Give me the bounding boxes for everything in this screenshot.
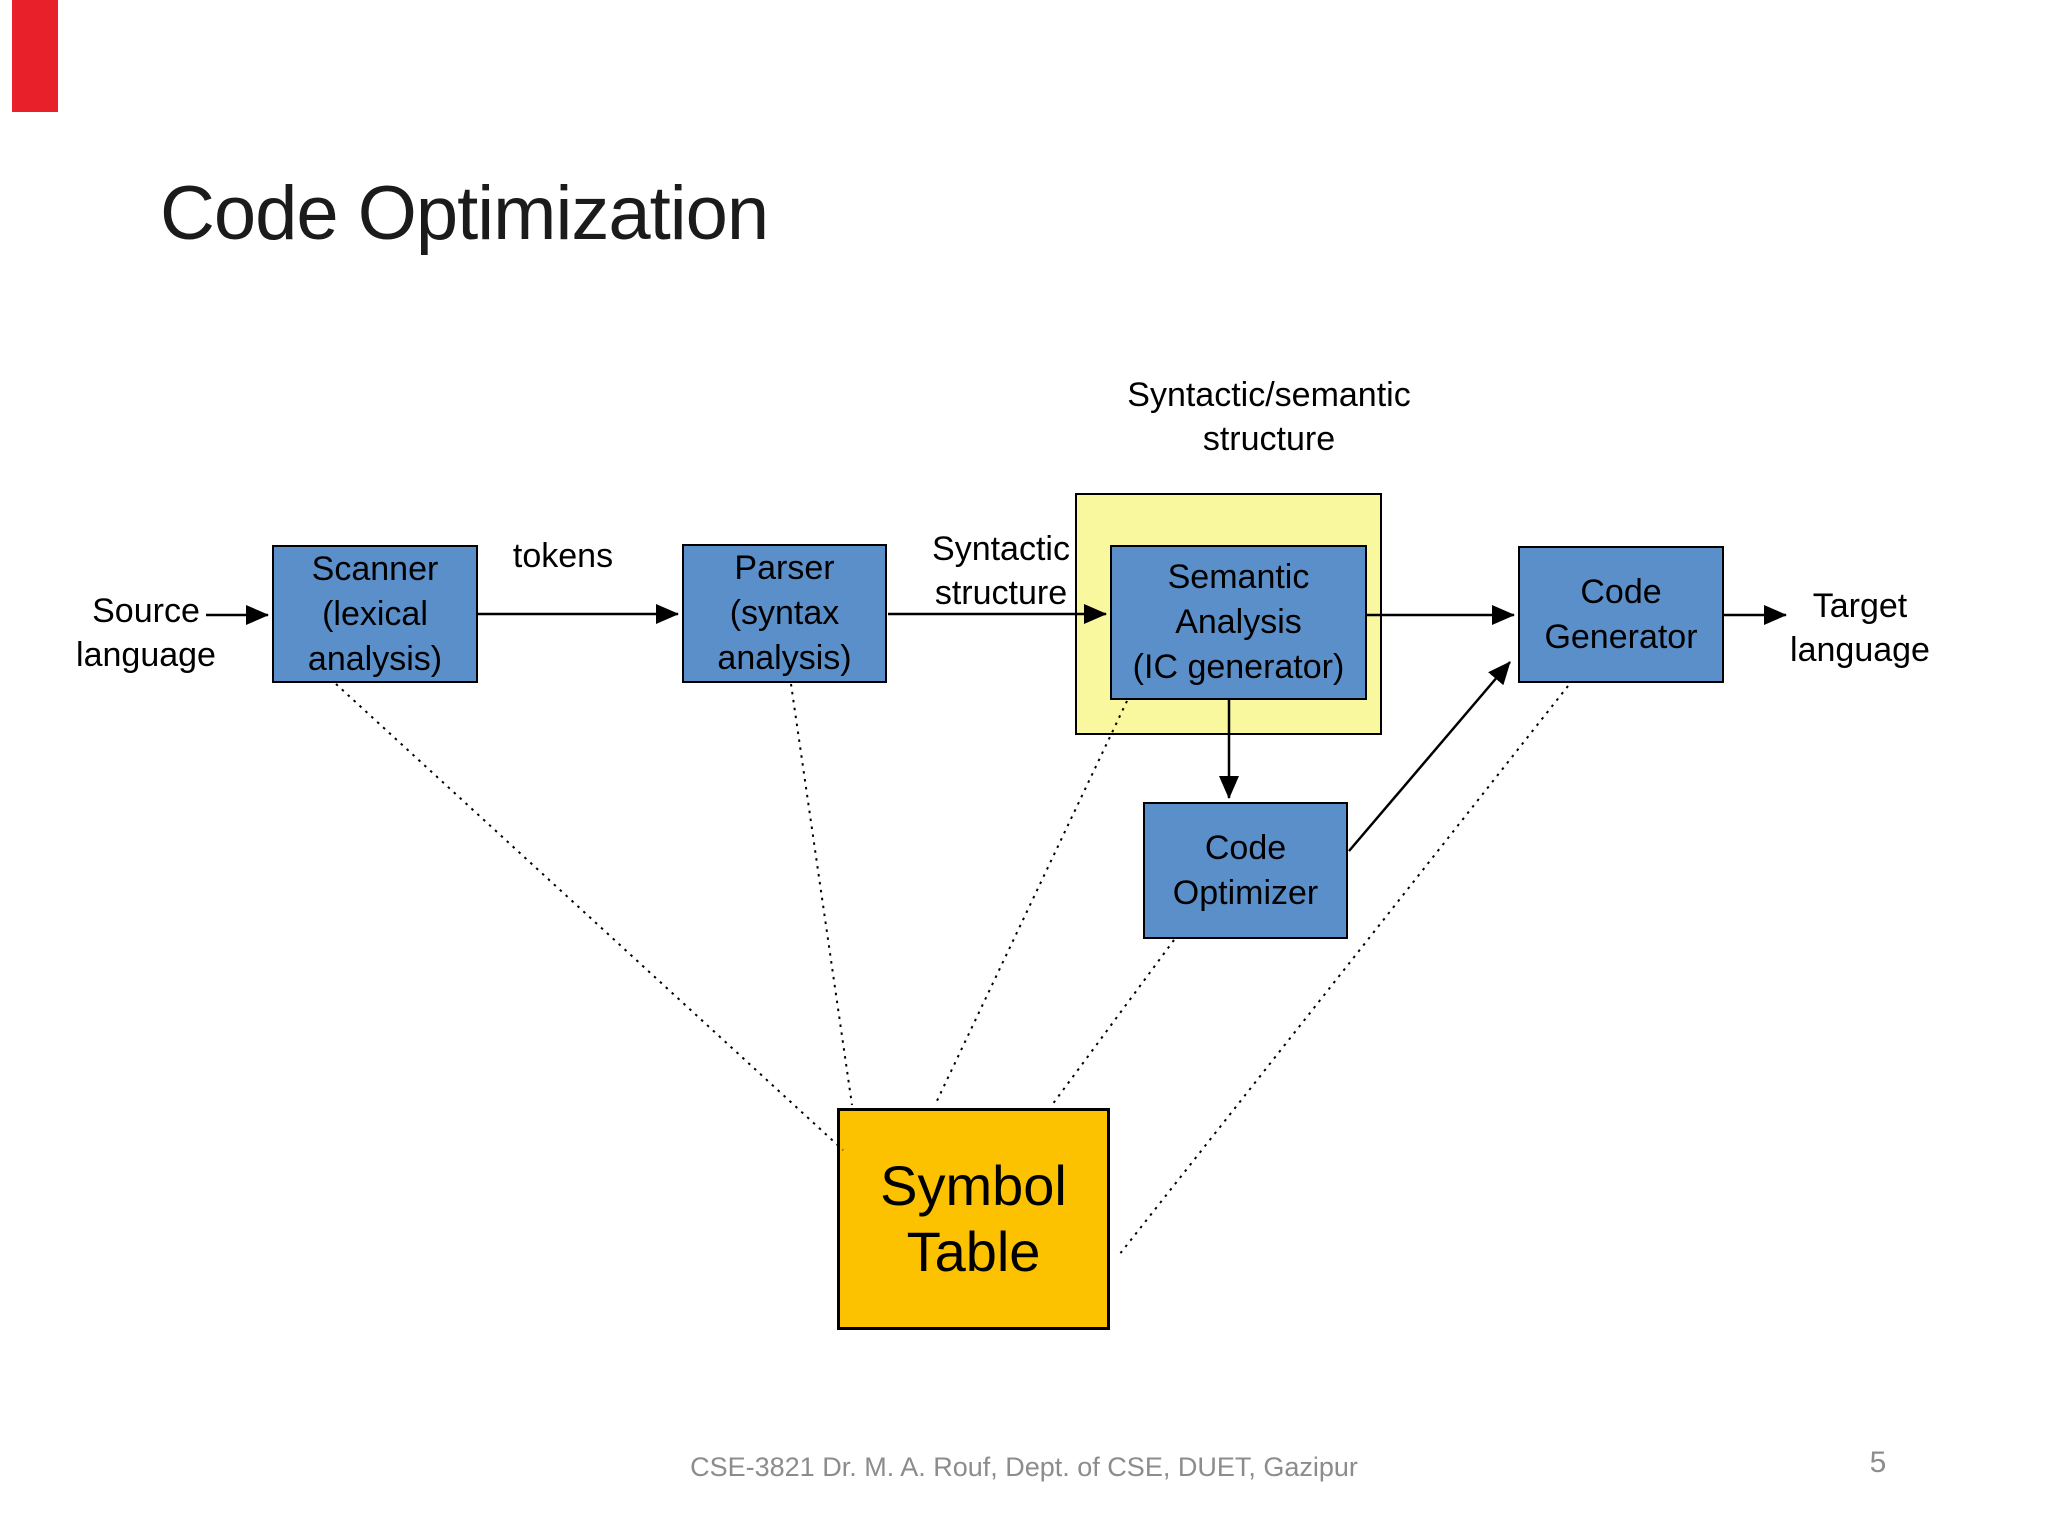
codegen-label-line: Generator [1544, 617, 1698, 656]
symbol-table-label-line: Table [906, 1220, 1041, 1283]
semantic-label-line: Semantic [1167, 558, 1310, 596]
syntactic-structure-label: Syntactic structure [932, 530, 1070, 612]
scanner-label-line: analysis) [307, 639, 443, 678]
symbol-table-label-line: Symbol [880, 1154, 1067, 1217]
target-language-label: Target language [1790, 587, 1930, 669]
symbol-table-node: Symbol Table [837, 1108, 1110, 1330]
parser-node: Parser (syntax analysis) [682, 544, 887, 683]
dotted-link-parser-symbol-table [790, 683, 853, 1106]
scanner-label-line: Scanner [311, 549, 439, 588]
optimizer-label-line: Code [1204, 828, 1287, 867]
source-language-label: Source language [76, 592, 216, 674]
parser-label-line: (syntax [729, 594, 840, 632]
red-accent-bar [12, 0, 58, 112]
code-optimizer-node: Code Optimizer [1143, 802, 1348, 939]
code-generator-node: Code Generator [1518, 546, 1724, 683]
semantic-label-line: Analysis [1175, 603, 1302, 641]
page-number: 5 [1869, 1446, 1887, 1479]
scanner-label-line: (lexical [322, 594, 428, 633]
syntactic-semantic-structure-label: Syntactic/semantic structure [1127, 376, 1411, 458]
scanner-node: Scanner (lexical analysis) [272, 545, 478, 683]
tokens-label: tokens [512, 537, 614, 575]
semantic-analysis-node: Semantic Analysis (IC generator) [1110, 545, 1367, 700]
parser-label-line: Parser [734, 549, 835, 587]
optimizer-label-line: Optimizer [1172, 873, 1319, 912]
dotted-link-optimizer-symbol-table [1051, 939, 1175, 1106]
page-title: Code Optimization [160, 171, 769, 256]
codegen-label-line: Code [1580, 572, 1662, 611]
semantic-label-line: (IC generator) [1132, 648, 1345, 686]
footer-credit: CSE-3821 Dr. M. A. Rouf, Dept. of CSE, D… [690, 1452, 1358, 1482]
dotted-link-codegen-symbol-table [1118, 685, 1569, 1256]
parser-label-line: analysis) [717, 639, 852, 677]
dotted-link-semantic-symbol-table [934, 700, 1128, 1106]
dotted-link-scanner-symbol-table [335, 683, 844, 1151]
